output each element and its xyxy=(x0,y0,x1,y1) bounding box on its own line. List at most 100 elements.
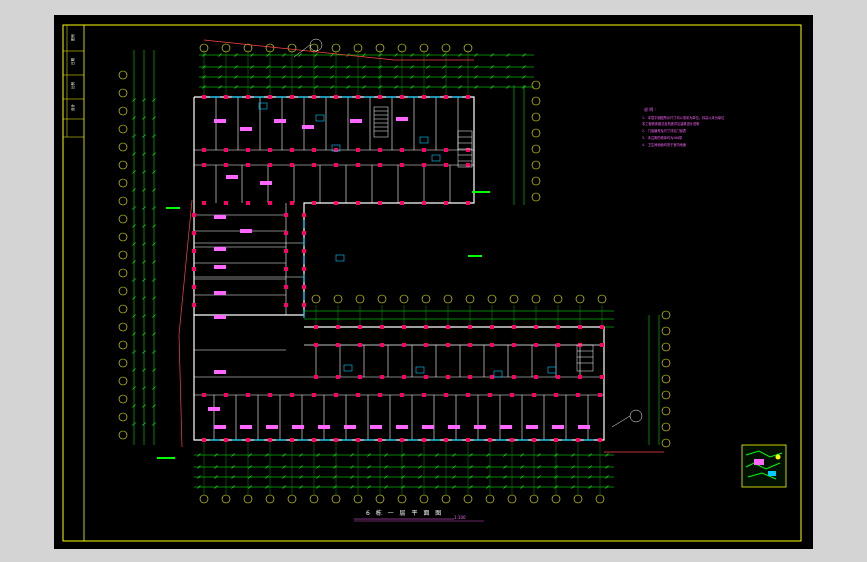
column xyxy=(422,438,426,442)
dimension-tick xyxy=(435,485,439,489)
column xyxy=(246,163,250,167)
column xyxy=(312,438,316,442)
dimension-tick xyxy=(142,260,146,264)
dimension-tick xyxy=(537,485,541,489)
dimension-tick xyxy=(426,75,430,79)
dimension-tick xyxy=(152,422,156,426)
drawing-title-block: 6 栋 一 层 平 面 图 1:100 xyxy=(354,509,484,522)
column xyxy=(554,438,558,442)
column xyxy=(314,343,318,347)
dimension-tick xyxy=(282,85,286,89)
dimension-tick xyxy=(231,453,235,457)
dimension-tick xyxy=(298,65,302,69)
dimension-tick xyxy=(299,453,303,457)
dimension-tick xyxy=(248,465,252,469)
dimension-tick xyxy=(426,53,430,57)
axis-bubble xyxy=(331,494,341,504)
axis-bubble xyxy=(375,494,385,504)
dimension-tick xyxy=(469,475,473,479)
dimension-tick xyxy=(299,475,303,479)
column xyxy=(444,438,448,442)
axis-bubble xyxy=(118,268,128,278)
axis-bubble xyxy=(118,88,128,98)
cad-viewport[interactable]: 图号 日期 比例 设计 xyxy=(54,15,813,549)
dimension-tick xyxy=(152,350,156,354)
dimension-tick xyxy=(418,475,422,479)
axis-bubble xyxy=(118,376,128,386)
dimension-tick xyxy=(605,465,609,469)
room-tag xyxy=(396,117,408,121)
axis-bubble xyxy=(531,128,541,138)
dimension-tick xyxy=(132,224,136,228)
dimension-tick xyxy=(588,465,592,469)
dimension-tick xyxy=(442,65,446,69)
windows-and-fixtures xyxy=(210,96,594,441)
dimension-tick xyxy=(458,53,462,57)
room-tag xyxy=(240,425,252,429)
axis-bubble xyxy=(265,494,275,504)
column xyxy=(446,375,450,379)
dimension-tick xyxy=(316,475,320,479)
axis-bubble xyxy=(531,294,541,304)
dimension-tick xyxy=(197,475,201,479)
dimension-tick xyxy=(142,404,146,408)
dimension-tick xyxy=(298,75,302,79)
column xyxy=(290,163,294,167)
dimension-tick xyxy=(142,368,146,372)
column xyxy=(466,393,470,397)
dimension-tick xyxy=(490,65,494,69)
dimension-tick xyxy=(142,188,146,192)
column xyxy=(534,375,538,379)
dimension-tick xyxy=(231,465,235,469)
axis-bubble xyxy=(441,494,451,504)
dimension-tick xyxy=(490,75,494,79)
column xyxy=(246,95,250,99)
dimension-tick xyxy=(384,453,388,457)
column xyxy=(468,375,472,379)
dimension-tick xyxy=(571,465,575,469)
dimension-tick xyxy=(142,224,146,228)
side-title-strip: 图号 日期 比例 设计 xyxy=(63,25,84,138)
axis-bubble xyxy=(463,494,473,504)
leader-notes xyxy=(157,191,490,459)
dimension-tick xyxy=(346,65,350,69)
axis-bubble xyxy=(118,70,128,80)
column xyxy=(202,148,206,152)
column xyxy=(444,95,448,99)
dimension-tick xyxy=(152,206,156,210)
legend-thumbnail-icon[interactable] xyxy=(741,444,787,488)
dimension-tick xyxy=(506,85,510,89)
column xyxy=(334,163,338,167)
column xyxy=(600,375,604,379)
room-tag xyxy=(318,425,330,429)
column xyxy=(268,148,272,152)
dimension-tick xyxy=(142,242,146,246)
column xyxy=(202,201,206,205)
column xyxy=(534,325,538,329)
axis-bubble xyxy=(265,43,275,53)
axis-bubble xyxy=(397,494,407,504)
dimension-tick xyxy=(152,134,156,138)
dimension-tick xyxy=(132,170,136,174)
note-line-0: 1. 本层平面图所示尺寸均以毫米为单位，标高以米为单位 xyxy=(642,115,725,120)
dimension-tick xyxy=(316,453,320,457)
room-tag xyxy=(214,247,226,251)
fixture xyxy=(415,366,425,374)
column xyxy=(192,213,196,217)
fixture xyxy=(331,144,341,152)
column xyxy=(468,343,472,347)
dimension-tick xyxy=(316,465,320,469)
axis-bubble xyxy=(118,196,128,206)
column xyxy=(512,343,516,347)
dimension-tick xyxy=(350,475,354,479)
dimension-tick xyxy=(142,152,146,156)
column xyxy=(400,438,404,442)
axis-bubble xyxy=(421,294,431,304)
dimension-tick xyxy=(418,465,422,469)
dimension-tick xyxy=(435,475,439,479)
column xyxy=(356,163,360,167)
axis-bubble xyxy=(118,142,128,152)
dimension-tick xyxy=(410,75,414,79)
column xyxy=(356,148,360,152)
dimension-tick xyxy=(588,485,592,489)
